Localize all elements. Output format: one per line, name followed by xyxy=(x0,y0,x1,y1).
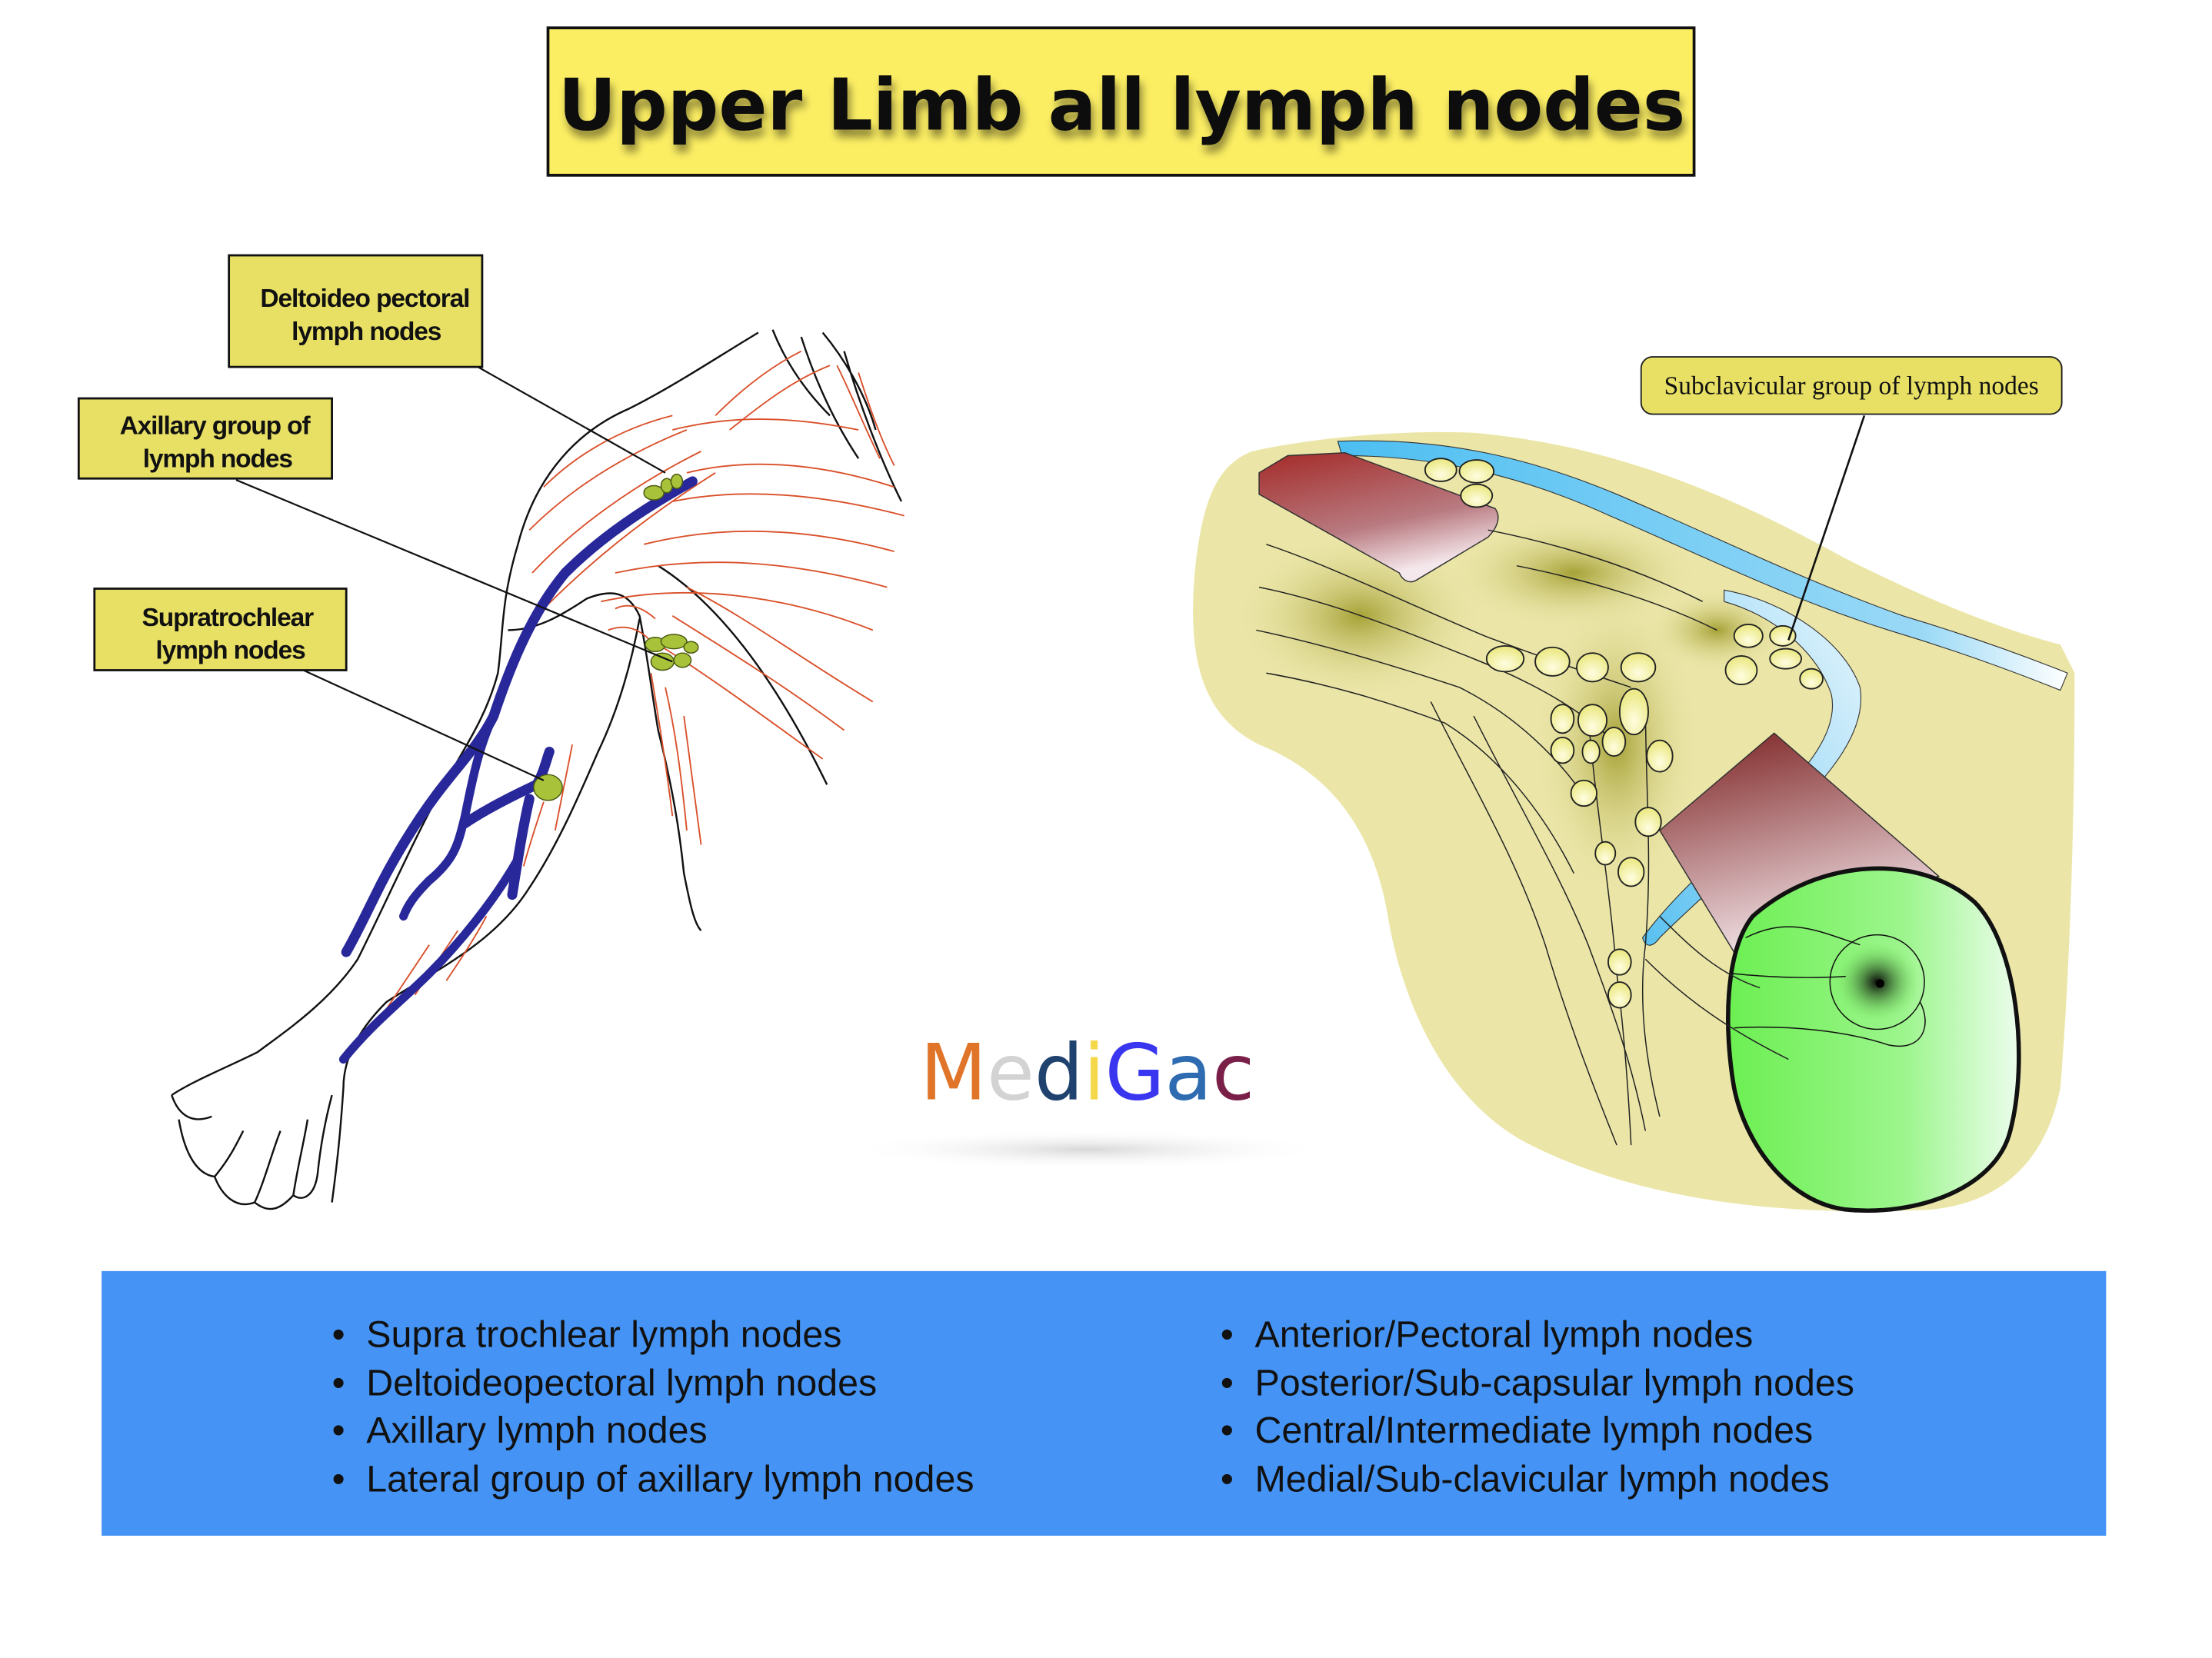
label-text: lymph nodes xyxy=(143,444,293,473)
summary-left-column: • Supra trochlear lymph nodes • Deltoide… xyxy=(332,1313,974,1500)
bullet-marker: • xyxy=(1221,1313,1234,1355)
bullet-marker: • xyxy=(1221,1458,1234,1500)
label-subclavicular: Subclavicular group of lymph nodes xyxy=(1640,356,2063,415)
arm-lymph-nodes xyxy=(533,473,699,801)
humerus xyxy=(1725,866,2021,1213)
supratrochlear-node xyxy=(533,774,563,801)
label-text: Deltoideo pectoral xyxy=(260,285,469,313)
summary-item: Medial/Sub-clavicular lymph nodes xyxy=(1254,1458,1829,1500)
marrow-dot xyxy=(1875,979,1884,988)
axilla-diagram: Subclavicular group of lymph nodes xyxy=(1193,356,2075,1213)
label-box xyxy=(77,397,333,480)
logo-letter: M xyxy=(920,1028,987,1118)
label-box xyxy=(1640,356,2063,415)
label-text: lymph nodes xyxy=(291,318,441,346)
axillary-vein xyxy=(1641,589,1862,946)
label-box xyxy=(228,254,484,368)
deltoideo-node xyxy=(643,484,665,501)
logo-shadow xyxy=(844,1129,1331,1170)
summary-item: Anterior/Pectoral lymph nodes xyxy=(1254,1313,1753,1355)
summary-background xyxy=(102,1270,2107,1536)
summary-item: Lateral group of axillary lymph nodes xyxy=(366,1458,974,1500)
logo-letter: d xyxy=(1034,1028,1084,1118)
bullet-marker: • xyxy=(332,1410,345,1451)
logo-letter: G xyxy=(1105,1028,1165,1118)
title-background xyxy=(546,26,1696,177)
logo-letter: e xyxy=(987,1028,1034,1118)
label-supratrochlear: Supratrochlear lymph nodes xyxy=(93,588,348,671)
median-vein xyxy=(507,794,535,901)
subclavius-muscle xyxy=(1258,451,1499,583)
logo-letter: c xyxy=(1212,1028,1254,1118)
deltoideo-leader xyxy=(477,366,666,474)
summary-item: Central/Intermediate lymph nodes xyxy=(1254,1410,1813,1451)
medigac-logo: MediGac xyxy=(844,1028,1331,1170)
humerus-cortex xyxy=(1725,866,2021,1213)
label-text: Supratrochlear xyxy=(142,604,315,632)
axillary-node xyxy=(683,641,699,654)
logo-text: MediGac xyxy=(920,1028,1254,1118)
label-axillary: Axillary group of lymph nodes xyxy=(77,397,333,480)
clavicle xyxy=(1337,440,2068,691)
bullet-marker: • xyxy=(332,1363,345,1404)
bullet-marker: • xyxy=(332,1313,345,1355)
summary-item: Supra trochlear lymph nodes xyxy=(366,1313,841,1355)
deltoideo-node xyxy=(670,473,684,489)
title-box: Upper Limb all lymph nodes xyxy=(546,26,1696,177)
label-text: lymph nodes xyxy=(155,637,305,665)
median-cubital-vein xyxy=(399,711,498,921)
summary-item: Axillary lymph nodes xyxy=(366,1410,707,1451)
arm-outline xyxy=(171,329,903,1210)
axillary-node xyxy=(673,652,692,668)
subclavicular-leader xyxy=(1787,414,1866,641)
bullet-marker: • xyxy=(1221,1410,1234,1451)
leader-lines xyxy=(235,366,673,781)
axillary-leader xyxy=(235,479,673,663)
label-box xyxy=(93,588,348,671)
label-text: Axillary group of xyxy=(120,412,311,441)
axilla-lymph-nodes xyxy=(1424,458,1824,1009)
bullet-marker: • xyxy=(332,1458,345,1500)
supratrochlear-leader xyxy=(302,669,545,781)
summary-panel: • Supra trochlear lymph nodes • Deltoide… xyxy=(102,1270,2107,1536)
muscle-fibers xyxy=(385,350,904,1010)
logo-letter: i xyxy=(1084,1028,1105,1118)
arm-diagram: Deltoideo pectoral lymph nodes Axillary … xyxy=(77,254,904,1210)
summary-item: Deltoideopectoral lymph nodes xyxy=(366,1363,877,1404)
logo-letter: a xyxy=(1164,1028,1212,1118)
forearm-vein xyxy=(338,854,523,1064)
page-title: Upper Limb all lymph nodes xyxy=(558,63,1686,146)
summary-right-column: • Anterior/Pectoral lymph nodes • Poster… xyxy=(1221,1313,1854,1500)
label-deltoideo: Deltoideo pectoral lymph nodes xyxy=(228,254,484,368)
bullet-marker: • xyxy=(1221,1363,1234,1404)
axillary-node xyxy=(660,634,688,650)
label-text: Subclavicular group of lymph nodes xyxy=(1664,371,2039,400)
summary-item: Posterior/Sub-capsular lymph nodes xyxy=(1254,1363,1854,1404)
